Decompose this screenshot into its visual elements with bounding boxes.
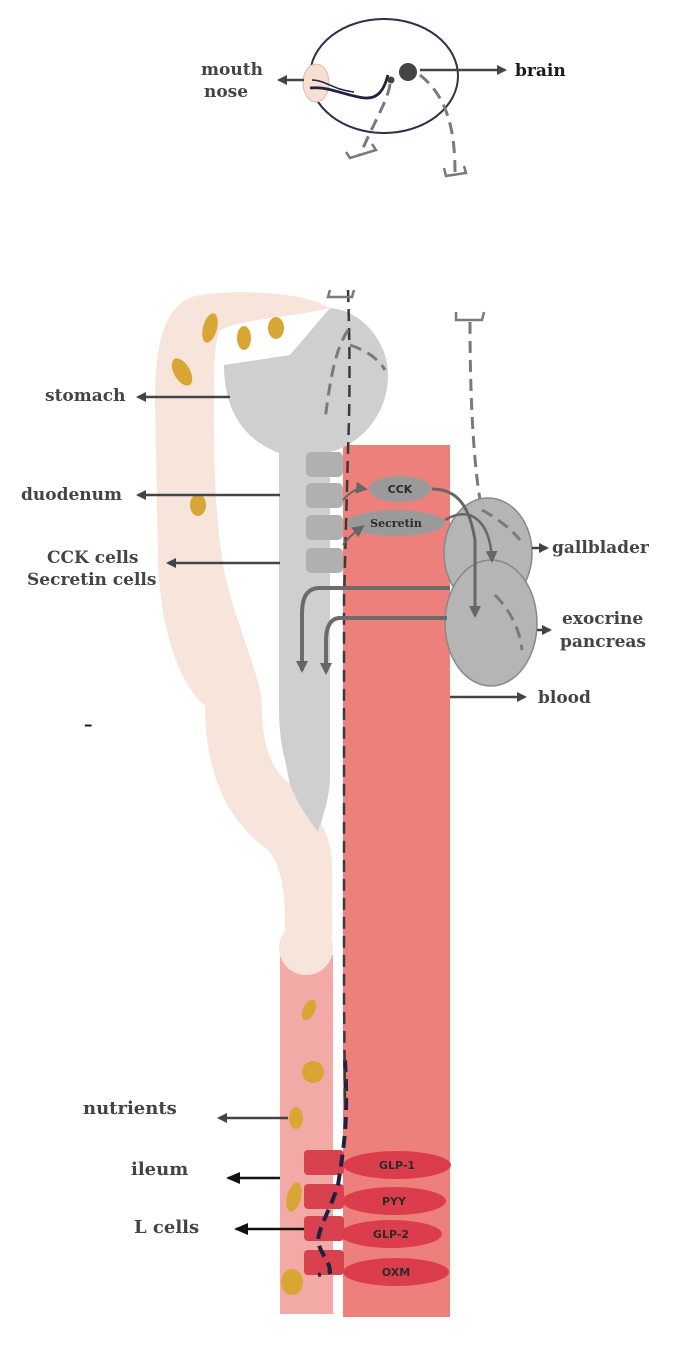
cck-cell-2 — [306, 483, 343, 508]
cut-bracket-left — [344, 143, 378, 160]
oral-pathway — [311, 79, 355, 93]
head-outline — [309, 18, 459, 134]
ileal-afferent-dashed — [315, 1059, 349, 1277]
label-nose: nose — [204, 82, 248, 102]
arrow-cell-to-secretin — [342, 525, 365, 546]
cut-bracket-gut — [326, 289, 356, 299]
label-stomach: stomach — [45, 386, 125, 406]
label-ileum: ileum — [131, 1159, 188, 1180]
brain-icon — [399, 63, 417, 81]
l-cell — [304, 1184, 344, 1209]
hormones-lower: GLP-1 PYY GLP-2 OXM — [340, 1151, 451, 1286]
hormone-pyy-label: PYY — [382, 1195, 407, 1208]
blood-column — [343, 445, 450, 1317]
l-cell — [304, 1150, 344, 1175]
nutrient-dot — [171, 358, 193, 386]
exocrine-pancreas — [444, 559, 538, 687]
vagus-right-dashed — [419, 73, 457, 173]
hormone-glp2-label: GLP-2 — [373, 1228, 409, 1241]
hormone-oval-secretin — [347, 510, 445, 536]
vagus-gastric-branch — [323, 329, 350, 421]
stomach-duodenum — [224, 308, 388, 832]
pancreatic-juice-arrow — [320, 616, 447, 675]
arrow-cell-to-cck — [342, 481, 368, 501]
label-pancreas: pancreas — [560, 632, 646, 652]
vagus-main-dashed — [342, 289, 351, 1101]
hormone-oval — [343, 1258, 449, 1286]
stray-dash-mark: – — [84, 715, 93, 735]
hormone-glp1-label: GLP-1 — [379, 1159, 415, 1172]
l-cells — [304, 1150, 344, 1275]
label-secretin-cells: Secretin cells — [27, 570, 156, 590]
cut-bracket-right — [442, 165, 468, 178]
label-mouth: mouth — [201, 60, 263, 80]
label-exocrine: exocrine — [562, 609, 643, 629]
hormone-cck-label: CCK — [388, 483, 413, 496]
gut-lumen-tube — [155, 292, 332, 962]
bile-flow-arrow — [296, 586, 450, 673]
label-duodenum: duodenum — [21, 485, 122, 505]
label-cck-cells: CCK cells — [47, 548, 138, 568]
vagus-pancreas-branch — [493, 593, 524, 651]
label-brain: brain — [515, 61, 566, 81]
nutrient-dot — [190, 494, 206, 516]
cut-bracket-organ — [454, 311, 486, 322]
vagus-gastric-branch-2 — [349, 343, 387, 371]
nutrient-dot — [268, 317, 284, 339]
nutrient-dot — [286, 1182, 302, 1212]
hormone-oval — [342, 1187, 446, 1215]
nutrient-dot — [202, 313, 218, 343]
label-nutrients: nutrients — [83, 1098, 177, 1119]
nutrient-dot — [302, 1061, 324, 1083]
cck-cell-1 — [306, 452, 343, 477]
stomach-body — [224, 308, 388, 832]
vagus-left-dashed — [358, 83, 392, 156]
label-blood: blood — [538, 688, 591, 708]
hormone-oxm-label: OXM — [382, 1266, 410, 1279]
brainstem-icon — [387, 76, 395, 84]
secretin-cell-2 — [306, 548, 343, 573]
vagus-gallbladder-branch — [481, 508, 522, 541]
nutrient-dot — [289, 1107, 303, 1129]
l-cell — [304, 1216, 344, 1241]
l-cell — [304, 1250, 344, 1275]
label-l-cells: L cells — [134, 1217, 199, 1238]
label-gallbladder: gallblader — [552, 538, 650, 558]
head — [302, 18, 468, 178]
hormone-oval — [340, 1220, 442, 1248]
nasal-pathway — [309, 74, 390, 100]
hormone-oval-cck — [369, 476, 431, 502]
ileum-cap — [279, 921, 333, 975]
hormones-upper: CCK Secretin — [347, 476, 445, 536]
hormone-secretin-label: Secretin — [370, 517, 422, 530]
nutrient-dot — [301, 999, 317, 1021]
nutrient-dot — [281, 1269, 303, 1295]
nutrients — [171, 313, 324, 1295]
mouth-nose-region — [302, 63, 330, 103]
organs — [443, 497, 538, 687]
hormone-oval — [343, 1151, 451, 1179]
arrow-secretin-to-organs — [444, 513, 498, 563]
arrow-cck-to-organs — [431, 487, 481, 618]
nutrient-dot — [237, 326, 251, 350]
secretin-cell-1 — [306, 515, 343, 540]
